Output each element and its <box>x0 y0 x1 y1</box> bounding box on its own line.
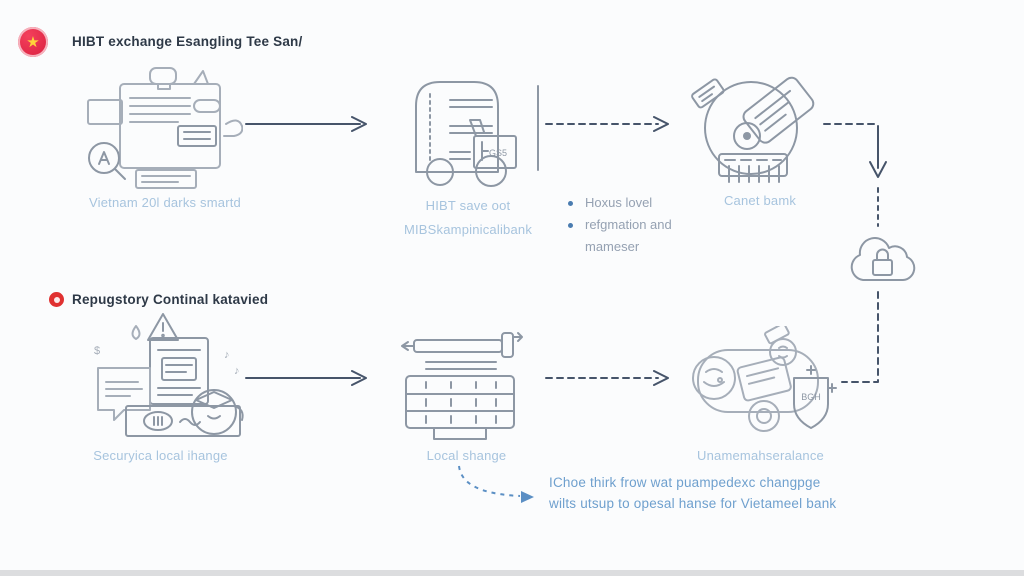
step2-label-line2: MIBSkampinicalibank <box>403 222 533 237</box>
step4-label: Securyica local ihange <box>93 448 228 463</box>
bottom-edge-bar <box>0 570 1024 576</box>
arrow-row1-solid <box>245 116 367 132</box>
step3-label: Canet bamk <box>723 193 797 208</box>
bullet-item: refgmation and mameser <box>568 214 698 258</box>
typewriter-machine-illustration <box>396 318 526 440</box>
section1-title: HIBT exchange Esangling Tee San/ <box>72 34 303 49</box>
bullet-dot-icon <box>568 223 573 228</box>
step6-label: Unamemahseralance <box>697 448 824 463</box>
line-cloud-to-row2-dashed <box>841 291 879 383</box>
step1-label: Vietnam 20l darks smartd <box>89 195 241 210</box>
arrow-row2-solid <box>245 370 367 386</box>
bullet-text: refgmation and mameser <box>585 217 672 254</box>
footnote: IChoe thirk frow wat puampedexc changpge… <box>549 473 879 514</box>
vietnam-star-icon: ★ <box>18 27 48 57</box>
step2-label-line1: HIBT save oot <box>425 198 511 213</box>
security-announcement-illustration: $ ♪ ♪ <box>78 310 250 440</box>
step2-label: HIBT save oot MIBSkampinicalibank <box>383 194 553 242</box>
shield-label: BGH <box>801 392 821 402</box>
document-truck-illustration: GS5 <box>398 74 548 188</box>
truck-box-label: GS5 <box>489 148 507 158</box>
bullet-item: Hoxus lovel <box>568 192 698 214</box>
section2-title: Repugstory Continal katavied <box>72 292 269 307</box>
bank-card-circle-illustration <box>683 66 825 184</box>
arrow-row2-dashed <box>545 370 669 386</box>
documents-audit-illustration <box>78 66 243 192</box>
star-glyph: ★ <box>26 33 40 51</box>
bullet-text: Hoxus lovel <box>585 195 653 210</box>
footnote-line2: wilts utsup to opesal hanse for Vietamee… <box>549 495 837 511</box>
note-curve-arrow <box>458 465 534 503</box>
dollar-doodle: $ <box>94 345 100 357</box>
alert-dot-icon <box>49 292 64 307</box>
music-note-doodle: ♪ <box>224 349 230 361</box>
bullet-dot-icon <box>568 201 573 206</box>
secure-cloud-lock-icon <box>843 230 921 288</box>
coins-shield-illustration: BGH <box>680 326 838 436</box>
arrow-down-solid <box>869 125 887 178</box>
step5-label: Local shange <box>426 448 507 463</box>
alert-inner-dot <box>53 296 60 303</box>
footnote-line1: IChoe thirk frow wat puampedexc changpge <box>549 475 821 490</box>
bullet-list: Hoxus lovel refgmation and mameser <box>568 192 698 258</box>
music-note-doodle: ♪ <box>234 365 240 377</box>
arrow-row1-dashed <box>545 116 669 132</box>
